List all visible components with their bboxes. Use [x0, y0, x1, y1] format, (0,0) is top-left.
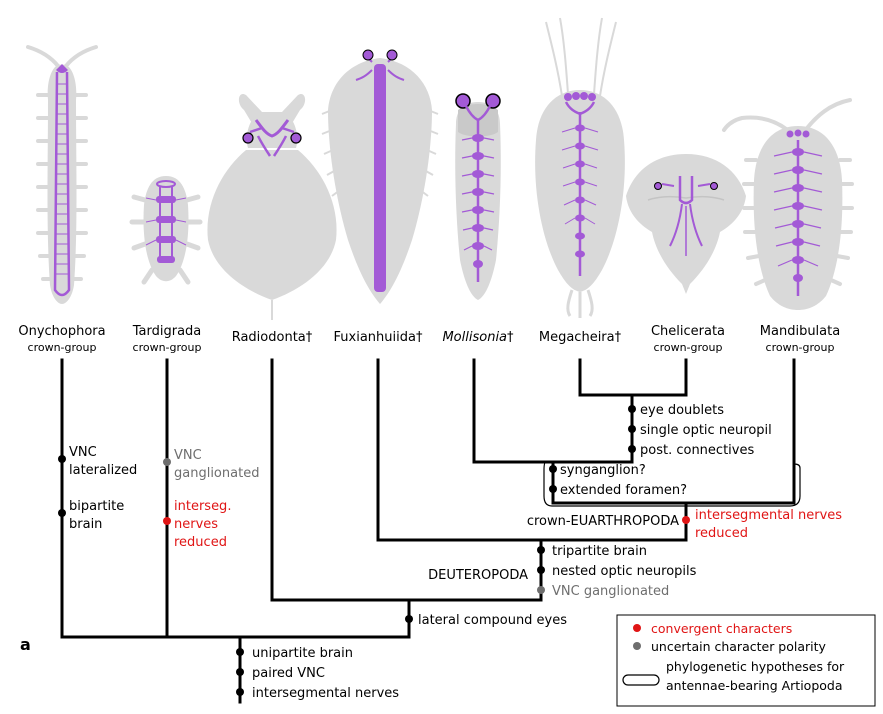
label-root-3: intersegmental nerves — [252, 686, 399, 701]
dot-artiopoda-2 — [549, 485, 557, 493]
legend-convergent-dot — [633, 624, 641, 632]
dot-deuteropoda-2 — [537, 566, 545, 574]
legend-uncertain-dot — [633, 642, 641, 650]
label-tardigrada-2a: interseg. — [174, 499, 231, 514]
taxon-chelicerata-group: crown-group — [654, 341, 723, 354]
label-tardigrada-2c: reduced — [174, 535, 227, 550]
onychophora-illustration — [26, 45, 98, 304]
dot-cheli-mega-2 — [628, 425, 636, 433]
chelicerata-illustration — [626, 154, 746, 294]
dot-deuteropoda-1 — [537, 546, 545, 554]
dot-root-1 — [236, 648, 244, 656]
taxon-megacheira: Megacheira† — [539, 330, 622, 345]
character-labels: VNC lateralized bipartite brain VNC gang… — [69, 403, 842, 701]
label-onychophora-2a: bipartite — [69, 499, 124, 514]
legend-hypothesis-symbol — [622, 674, 660, 686]
taxon-mollisonia: Mollisonia† — [442, 330, 514, 345]
label-onychophora-1a: VNC — [69, 445, 97, 460]
dot-cheli-mega-3 — [628, 445, 636, 453]
dot-root-3 — [236, 688, 244, 696]
dot-onychophora-2 — [58, 509, 66, 517]
dot-deuteropoda-3 — [537, 586, 545, 594]
legend-box — [616, 614, 876, 707]
dot-onychophora-1 — [58, 455, 66, 463]
legend-hypothesis-label-1: phylogenetic hypotheses for — [666, 659, 845, 674]
clade-crown-euarthropoda: crown-EUARTHROPODA — [527, 514, 679, 529]
label-compound-eyes: lateral compound eyes — [418, 613, 567, 628]
label-root-2: paired VNC — [252, 666, 325, 681]
dot-tardigrada-2 — [163, 517, 171, 525]
taxon-mandibulata-group: crown-group — [766, 341, 835, 354]
taxon-mandibulata: Mandibulata — [760, 324, 840, 339]
clade-deuteropoda: DEUTEROPODA — [428, 568, 528, 583]
legend-uncertain-label: uncertain character polarity — [651, 639, 827, 654]
legend-convergent-label: convergent characters — [651, 621, 792, 636]
label-tardigrada-2b: nerves — [174, 517, 218, 532]
taxon-tardigrada-group: crown-group — [133, 341, 202, 354]
label-cheli-mega-3: post. connectives — [640, 443, 754, 458]
dot-root-2 — [236, 668, 244, 676]
dot-artiopoda-1 — [549, 465, 557, 473]
label-euarthropoda-1a: intersegmental nerves — [695, 508, 842, 523]
label-cheli-mega-1: eye doublets — [640, 403, 724, 418]
label-deuteropoda-1: tripartite brain — [552, 544, 647, 559]
label-artiopoda-1: synganglion? — [560, 463, 646, 478]
legend-hypothesis-label-2: antennae-bearing Artiopoda — [666, 678, 843, 693]
mandibulata-illustration — [722, 98, 854, 310]
taxon-onychophora-group: crown-group — [28, 341, 97, 354]
dot-tardigrada-1 — [163, 458, 171, 466]
dot-cheli-mega-1 — [628, 405, 636, 413]
fuxianhuiida-illustration — [321, 49, 439, 304]
radiodonta-illustration — [207, 93, 337, 320]
character-dots — [58, 405, 690, 696]
tardigrada-illustration — [129, 176, 203, 285]
taxon-onychophora: Onychophora — [18, 324, 105, 339]
label-cheli-mega-2: single optic neuropil — [640, 423, 772, 438]
label-deuteropoda-2: nested optic neuropils — [552, 564, 697, 579]
taxon-radiodonta: Radiodonta† — [232, 330, 313, 345]
taxon-labels: Onychophora crown-group Tardigrada crown… — [18, 324, 840, 354]
label-root-1: unipartite brain — [252, 646, 353, 661]
label-onychophora-1b: lateralized — [69, 463, 137, 478]
label-deuteropoda-3: VNC ganglionated — [552, 584, 669, 599]
taxon-chelicerata: Chelicerata — [651, 324, 725, 339]
panel-label: a — [20, 635, 31, 654]
dot-euarthropoda-1 — [682, 516, 690, 524]
legend: convergent characters uncertain characte… — [616, 614, 876, 707]
label-tardigrada-1a: VNC — [174, 448, 202, 463]
megacheira-illustration — [535, 17, 625, 318]
taxon-tardigrada: Tardigrada — [132, 324, 202, 339]
label-onychophora-2b: brain — [69, 517, 102, 532]
label-euarthropoda-1b: reduced — [695, 526, 748, 541]
dot-compound-eyes — [405, 615, 413, 623]
mollisonia-illustration — [455, 93, 501, 300]
artiopoda-hypothesis-outline — [543, 461, 801, 507]
label-artiopoda-2: extended foramen? — [560, 483, 687, 498]
label-tardigrada-1b: ganglionated — [174, 466, 259, 481]
taxon-fuxianhuiida: Fuxianhuiida† — [334, 330, 423, 345]
